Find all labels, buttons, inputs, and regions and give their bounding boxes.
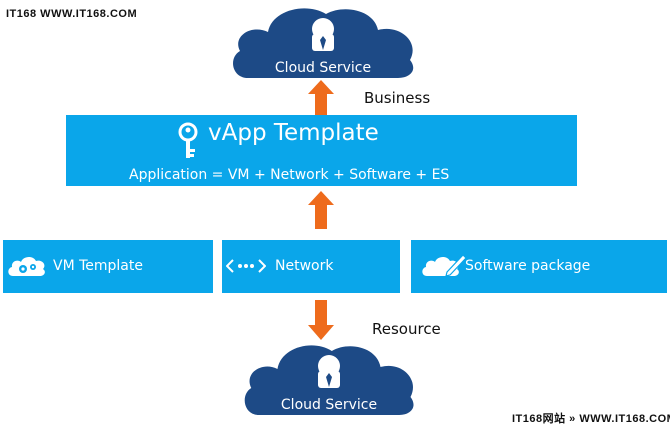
bottom-cloud-service: Cloud Service <box>240 341 418 417</box>
vapp-template-box: vApp Template Application = VM + Network… <box>66 115 577 186</box>
vapp-title: vApp Template <box>208 120 379 146</box>
vapp-formula: Application = VM + Network + Software + … <box>129 167 450 183</box>
vm-template-box: VM Template <box>3 240 213 293</box>
network-dots-icon <box>226 259 266 273</box>
top-cloud-label: Cloud Service <box>274 60 372 76</box>
arrow-down-resource <box>308 300 334 340</box>
top-cloud-service: Cloud Service <box>228 4 418 80</box>
user-tie-icon <box>312 18 334 51</box>
cloud-gears-icon <box>8 256 45 276</box>
network-box: Network <box>222 240 400 293</box>
arrow-up-components <box>308 191 334 229</box>
vm-template-label: VM Template <box>53 258 143 274</box>
arrow-up-business <box>308 80 334 116</box>
software-package-label: Software package <box>465 258 591 274</box>
user-tie-icon <box>318 355 340 388</box>
watermark-top-left: IT168 WWW.IT168.COM <box>6 8 138 20</box>
network-label: Network <box>275 258 334 274</box>
cloud-pen-icon <box>422 254 467 277</box>
watermark-bottom-right: IT168网站 » WWW.IT168.COM <box>512 413 670 425</box>
business-label: Business <box>364 89 431 107</box>
software-package-box: Software package <box>411 240 667 293</box>
resource-label: Resource <box>372 320 441 338</box>
key-icon <box>178 122 198 158</box>
bottom-cloud-label: Cloud Service <box>280 397 378 413</box>
